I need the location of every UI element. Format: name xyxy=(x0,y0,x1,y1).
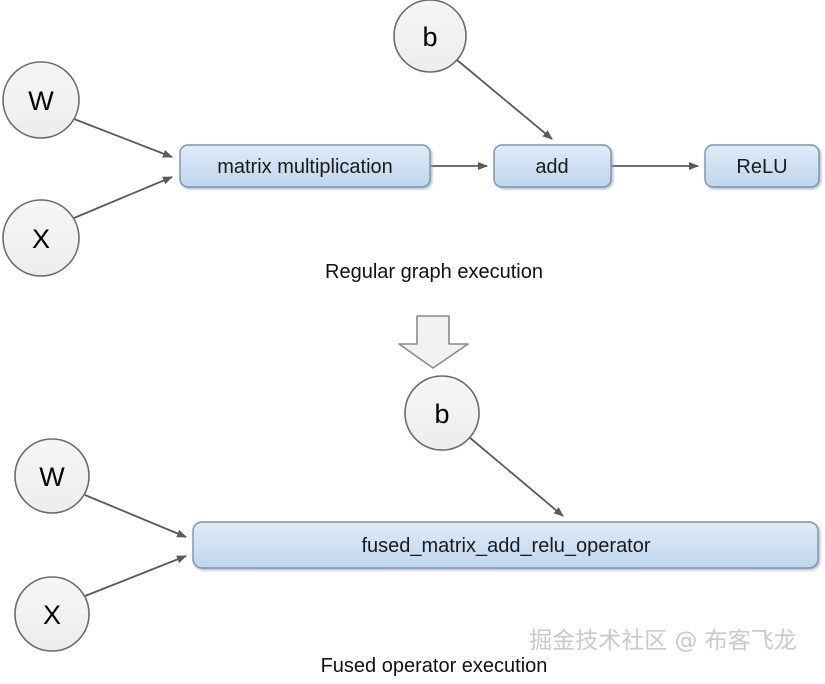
circle-shape xyxy=(404,375,480,451)
edge-b-to-fused xyxy=(468,436,564,517)
node-box-fused-operator[interactable] xyxy=(192,521,819,569)
circle-shape xyxy=(2,199,80,277)
edge-w-to-matmul xyxy=(73,118,173,158)
node-circle-b-bottom-label: b xyxy=(434,399,449,429)
edge-b-to-add xyxy=(456,59,553,140)
node-circle-w-bottom[interactable]: W xyxy=(14,438,90,514)
node-circle-x-bottom[interactable]: X xyxy=(14,576,90,652)
circle-shape xyxy=(14,438,90,514)
circle-shape xyxy=(14,576,90,652)
node-box-relu[interactable] xyxy=(704,144,820,188)
node-box-relu-label: ReLU xyxy=(736,156,787,178)
node-circle-b-bottom[interactable]: b xyxy=(404,375,480,451)
caption-fused-operator-execution: Fused operator execution xyxy=(321,655,548,677)
circle-shape xyxy=(393,0,467,73)
node-box-matmul-label: matrix multiplication xyxy=(217,156,393,178)
node-circle-b-top-label: b xyxy=(422,22,437,52)
edge-x-to-matmul xyxy=(73,176,173,219)
caption-regular-graph-execution: Regular graph execution xyxy=(325,261,543,283)
fat-down-arrow-icon xyxy=(398,315,469,369)
edge-w-to-fused xyxy=(84,494,187,538)
watermark-text: 掘金技术社区 @ 布客飞龙 xyxy=(529,628,797,654)
node-circle-x-top-label: X xyxy=(32,224,50,254)
box-shape xyxy=(493,144,612,188)
node-box-add[interactable] xyxy=(493,144,612,188)
node-circle-x-bottom-label: X xyxy=(43,600,61,630)
node-circle-b-top[interactable]: b xyxy=(393,0,467,73)
edge-x-to-fused xyxy=(84,555,187,597)
circle-shape xyxy=(2,61,80,139)
node-circle-w-top-label: W xyxy=(28,86,54,116)
node-box-matmul[interactable] xyxy=(179,144,431,188)
box-shape xyxy=(192,521,819,569)
box-shape xyxy=(179,144,431,188)
node-circle-w-bottom-label: W xyxy=(39,462,65,492)
node-circle-w-top[interactable]: W xyxy=(2,61,80,139)
node-box-fused-operator-label: fused_matrix_add_relu_operator xyxy=(361,535,650,557)
node-circle-x-top[interactable]: X xyxy=(2,199,80,277)
box-shape xyxy=(704,144,820,188)
node-box-add-label: add xyxy=(535,156,568,178)
